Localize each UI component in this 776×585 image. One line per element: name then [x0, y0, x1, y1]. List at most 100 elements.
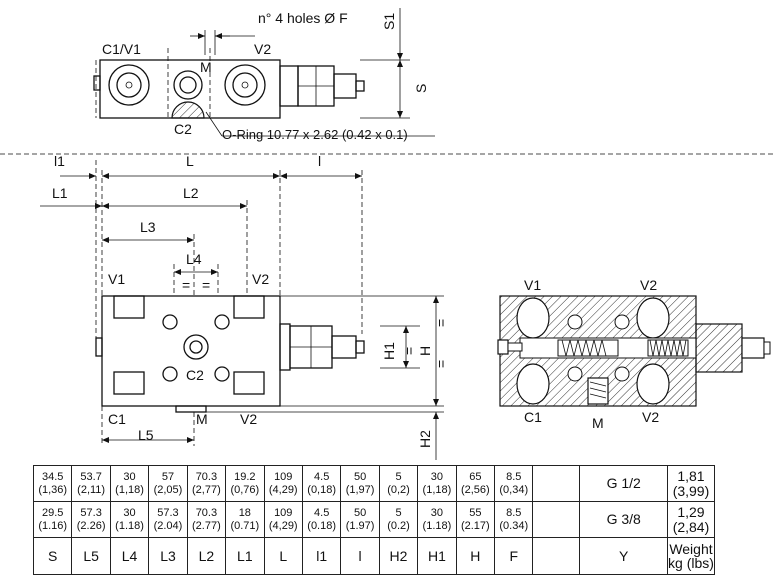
section-port-v2-bottom: V2 — [642, 409, 659, 425]
table-cell: 34.5(1,36) — [32, 465, 73, 502]
eq-mark: = — [182, 277, 190, 293]
top-port-m: M — [200, 59, 212, 75]
table-cell: 4.5(0,18) — [301, 465, 342, 502]
table-cell: 30(1,18) — [417, 465, 457, 502]
front-port-v2-bottom: V2 — [240, 411, 257, 427]
value-mm: 5 — [395, 470, 402, 483]
valve-drawing: n° 4 holes Ø F S S1 O-Ring 10.77 x 2.62 … — [0, 8, 776, 460]
value-mm: 4.5 — [314, 506, 330, 519]
top-view: n° 4 holes Ø F S S1 O-Ring 10.77 x 2.62 … — [93, 8, 435, 142]
value-mm: 109 — [274, 506, 293, 519]
value-inch: (0,76) — [230, 483, 260, 496]
column-header: L1 — [225, 537, 265, 575]
table-cell: 109(4,29) — [263, 465, 303, 502]
section-port-m: M — [592, 415, 604, 431]
table-cell: 8.5(0.34) — [494, 501, 534, 538]
value-mm: 30 — [123, 506, 136, 519]
column-header: L — [263, 537, 303, 575]
oring-note: O-Ring 10.77 x 2.62 (0.42 x 0.1) — [222, 127, 408, 142]
weight-cell: 1,81(3,99) — [666, 465, 716, 502]
weight-header-line: kg (lbs) — [668, 555, 714, 571]
value-mm: 34.5 — [42, 470, 64, 483]
column-header: F — [494, 537, 534, 575]
section-view: V1 V2 C1 M V2 — [497, 277, 771, 431]
top-port-c1v1: C1/V1 — [102, 41, 141, 57]
table-cell: 55(2.17) — [455, 501, 496, 538]
dim-L2: L2 — [183, 185, 199, 201]
value-inch: (1,36) — [38, 483, 68, 496]
eq-mark: = — [433, 360, 449, 368]
value-inch: (4,29) — [268, 519, 298, 532]
value-inch: (2.77) — [192, 519, 221, 532]
dim-L1: L1 — [52, 185, 68, 201]
table-cell: 30(1.18) — [109, 501, 150, 538]
dim-H2: H2 — [417, 430, 433, 448]
value-mm: 53.7 — [80, 470, 102, 483]
value-mm: 70.3 — [195, 506, 218, 519]
value-inch: (1.18) — [422, 519, 452, 532]
value-mm: 30 — [430, 506, 444, 519]
column-header: H1 — [417, 537, 457, 575]
table-cell: 70.3(2.77) — [186, 501, 227, 538]
value-mm: 65 — [469, 470, 482, 483]
dim-l1-small: l1 — [54, 153, 65, 169]
value-mm: 57.3 — [157, 506, 179, 519]
dim-L3: L3 — [140, 219, 156, 235]
empty-cell — [532, 537, 581, 575]
top-port-c2: C2 — [174, 121, 192, 137]
dim-H1: H1 — [381, 342, 397, 360]
dim-s1-label: S1 — [381, 13, 397, 30]
value-inch: (2.26) — [76, 519, 106, 532]
table-cell: 18(0.71) — [225, 501, 265, 538]
value-mm: 5 — [395, 506, 402, 519]
section-port-v1: V1 — [524, 277, 541, 293]
c1v1-port-circle — [108, 64, 150, 106]
front-port-c2: C2 — [186, 367, 204, 383]
table-cell: 57.3(2.26) — [71, 501, 111, 538]
table-cell: 53.7(2,11) — [71, 465, 111, 502]
value-mm: 55 — [469, 506, 482, 519]
column-header: S — [32, 537, 73, 575]
value-inch: (1.18) — [115, 519, 144, 532]
v2-port-circle — [224, 64, 266, 106]
weight-lbs: (2,84) — [672, 518, 710, 535]
column-header: l1 — [301, 537, 342, 575]
table-cell: 19.2(0,76) — [225, 465, 265, 502]
table-cell: 29.5(1.16) — [32, 501, 73, 538]
table-cell: 8.5(0,34) — [494, 465, 534, 502]
value-inch: (0,18) — [307, 483, 337, 496]
weight-kg: 1,29 — [677, 503, 705, 520]
value-mm: 57.3 — [80, 506, 102, 519]
dim-l: L — [186, 153, 194, 169]
front-port-c1: C1 — [108, 411, 126, 427]
weight-cell: 1,29(2,84) — [666, 501, 716, 538]
eq-mark: = — [401, 347, 417, 355]
table-cell: 30(1.18) — [417, 501, 457, 538]
value-inch: (0.71) — [230, 519, 260, 532]
table-row: 34.5(1,36)53.7(2,11)30(1,18)57(2,05)70.3… — [32, 465, 716, 502]
column-header: l — [340, 537, 380, 575]
empty-cell — [532, 501, 581, 538]
value-inch: (2,77) — [192, 483, 221, 496]
column-header: Y — [579, 537, 668, 575]
value-mm: 29.5 — [42, 506, 64, 519]
value-inch: (0.2) — [387, 519, 410, 532]
value-inch: (1,97) — [345, 483, 375, 496]
value-inch: (1.16) — [38, 519, 68, 532]
dim-H: H — [417, 346, 433, 356]
column-header: L2 — [186, 537, 227, 575]
weight-kg: 1,81 — [677, 467, 705, 484]
table-cell: 109(4,29) — [263, 501, 303, 538]
spool — [557, 339, 689, 357]
value-inch: (1.97) — [345, 519, 375, 532]
value-inch: (1,18) — [115, 483, 144, 496]
value-inch: (2.17) — [460, 519, 490, 532]
value-inch: (0.34) — [499, 519, 529, 532]
dimensions-table: 34.5(1,36)53.7(2,11)30(1,18)57(2,05)70.3… — [32, 465, 716, 575]
table-cell: 70.3(2,77) — [186, 465, 227, 502]
dim-s-label: S — [413, 84, 429, 93]
value-inch: (1,18) — [422, 483, 452, 496]
value-inch: (2.04) — [153, 519, 183, 532]
column-header: L3 — [148, 537, 188, 575]
